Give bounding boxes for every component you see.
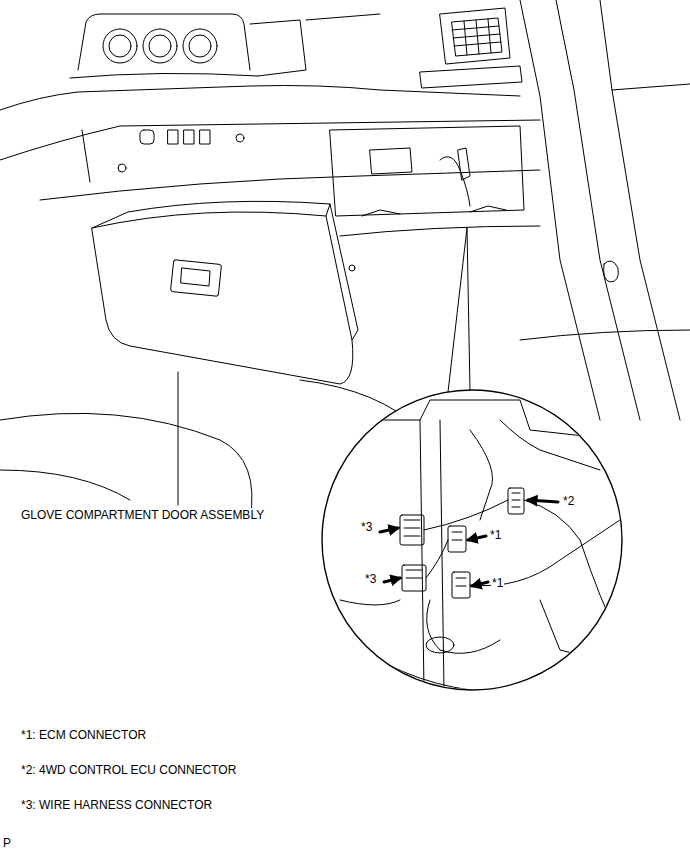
key-note: *1: ECM CONNECTOR: [20, 728, 147, 742]
side-vent: [420, 8, 522, 88]
glove-compartment-door: [92, 201, 358, 505]
callout-arrows: [380, 500, 558, 586]
callout-number: *3: [364, 572, 377, 586]
part-name: GLOVE COMPARTMENT DOOR ASSEMBLY: [20, 508, 265, 522]
callout-number: *2: [562, 494, 575, 508]
key-note: *3: WIRE HARNESS CONNECTOR: [20, 798, 213, 812]
leader-line: [178, 372, 179, 505]
center-vents: [70, 14, 380, 78]
key-note: *2: 4WD CONTROL ECU CONNECTOR: [20, 763, 237, 777]
callout-number: *1: [491, 576, 504, 590]
callout-number: *1: [489, 528, 502, 542]
callout-number: *3: [360, 520, 373, 534]
inset-detail: [322, 390, 622, 690]
inset-pointer: [448, 228, 470, 392]
door-pillar: [520, 0, 690, 420]
page-mark: P: [2, 836, 12, 850]
